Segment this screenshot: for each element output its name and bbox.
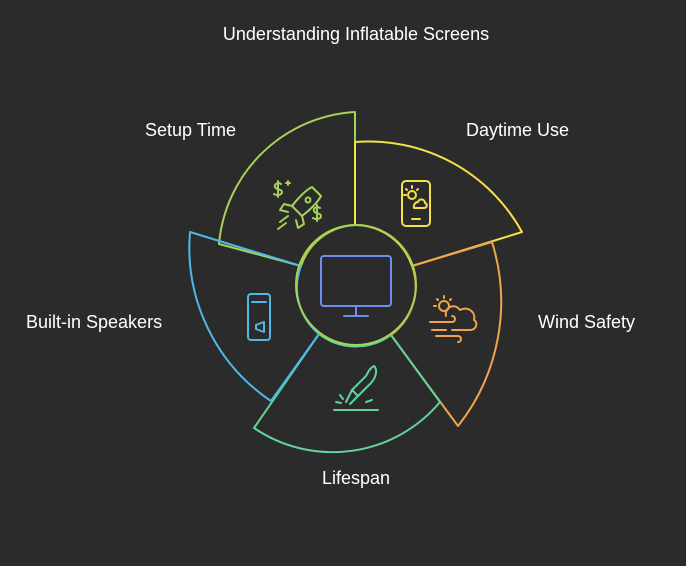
knife-cut-icon	[333, 365, 379, 411]
label-wind-safety: Wind Safety	[538, 312, 636, 332]
label-lifespan: Lifespan	[321, 468, 391, 488]
segment-setup-time	[218, 111, 356, 267]
segment-wind-safety	[390, 241, 503, 427]
label-daytime-use: Daytime Use	[466, 120, 570, 140]
segment-daytime-use	[354, 140, 523, 267]
segment-built-in-speakers	[188, 231, 320, 402]
label-built-in-speakers: Built-in Speakers	[26, 312, 163, 332]
label-setup-time: Setup Time	[145, 120, 237, 140]
center-circle	[295, 224, 417, 346]
phone-weather-icon	[401, 180, 431, 227]
segment-lifespan	[253, 333, 441, 454]
diagram-title: Understanding Inflatable Screens	[222, 24, 490, 44]
wind-cloud-icon	[429, 295, 478, 343]
rocket-money-icon	[273, 180, 322, 230]
speaker-icon	[247, 293, 271, 341]
monitor-icon	[320, 255, 392, 317]
